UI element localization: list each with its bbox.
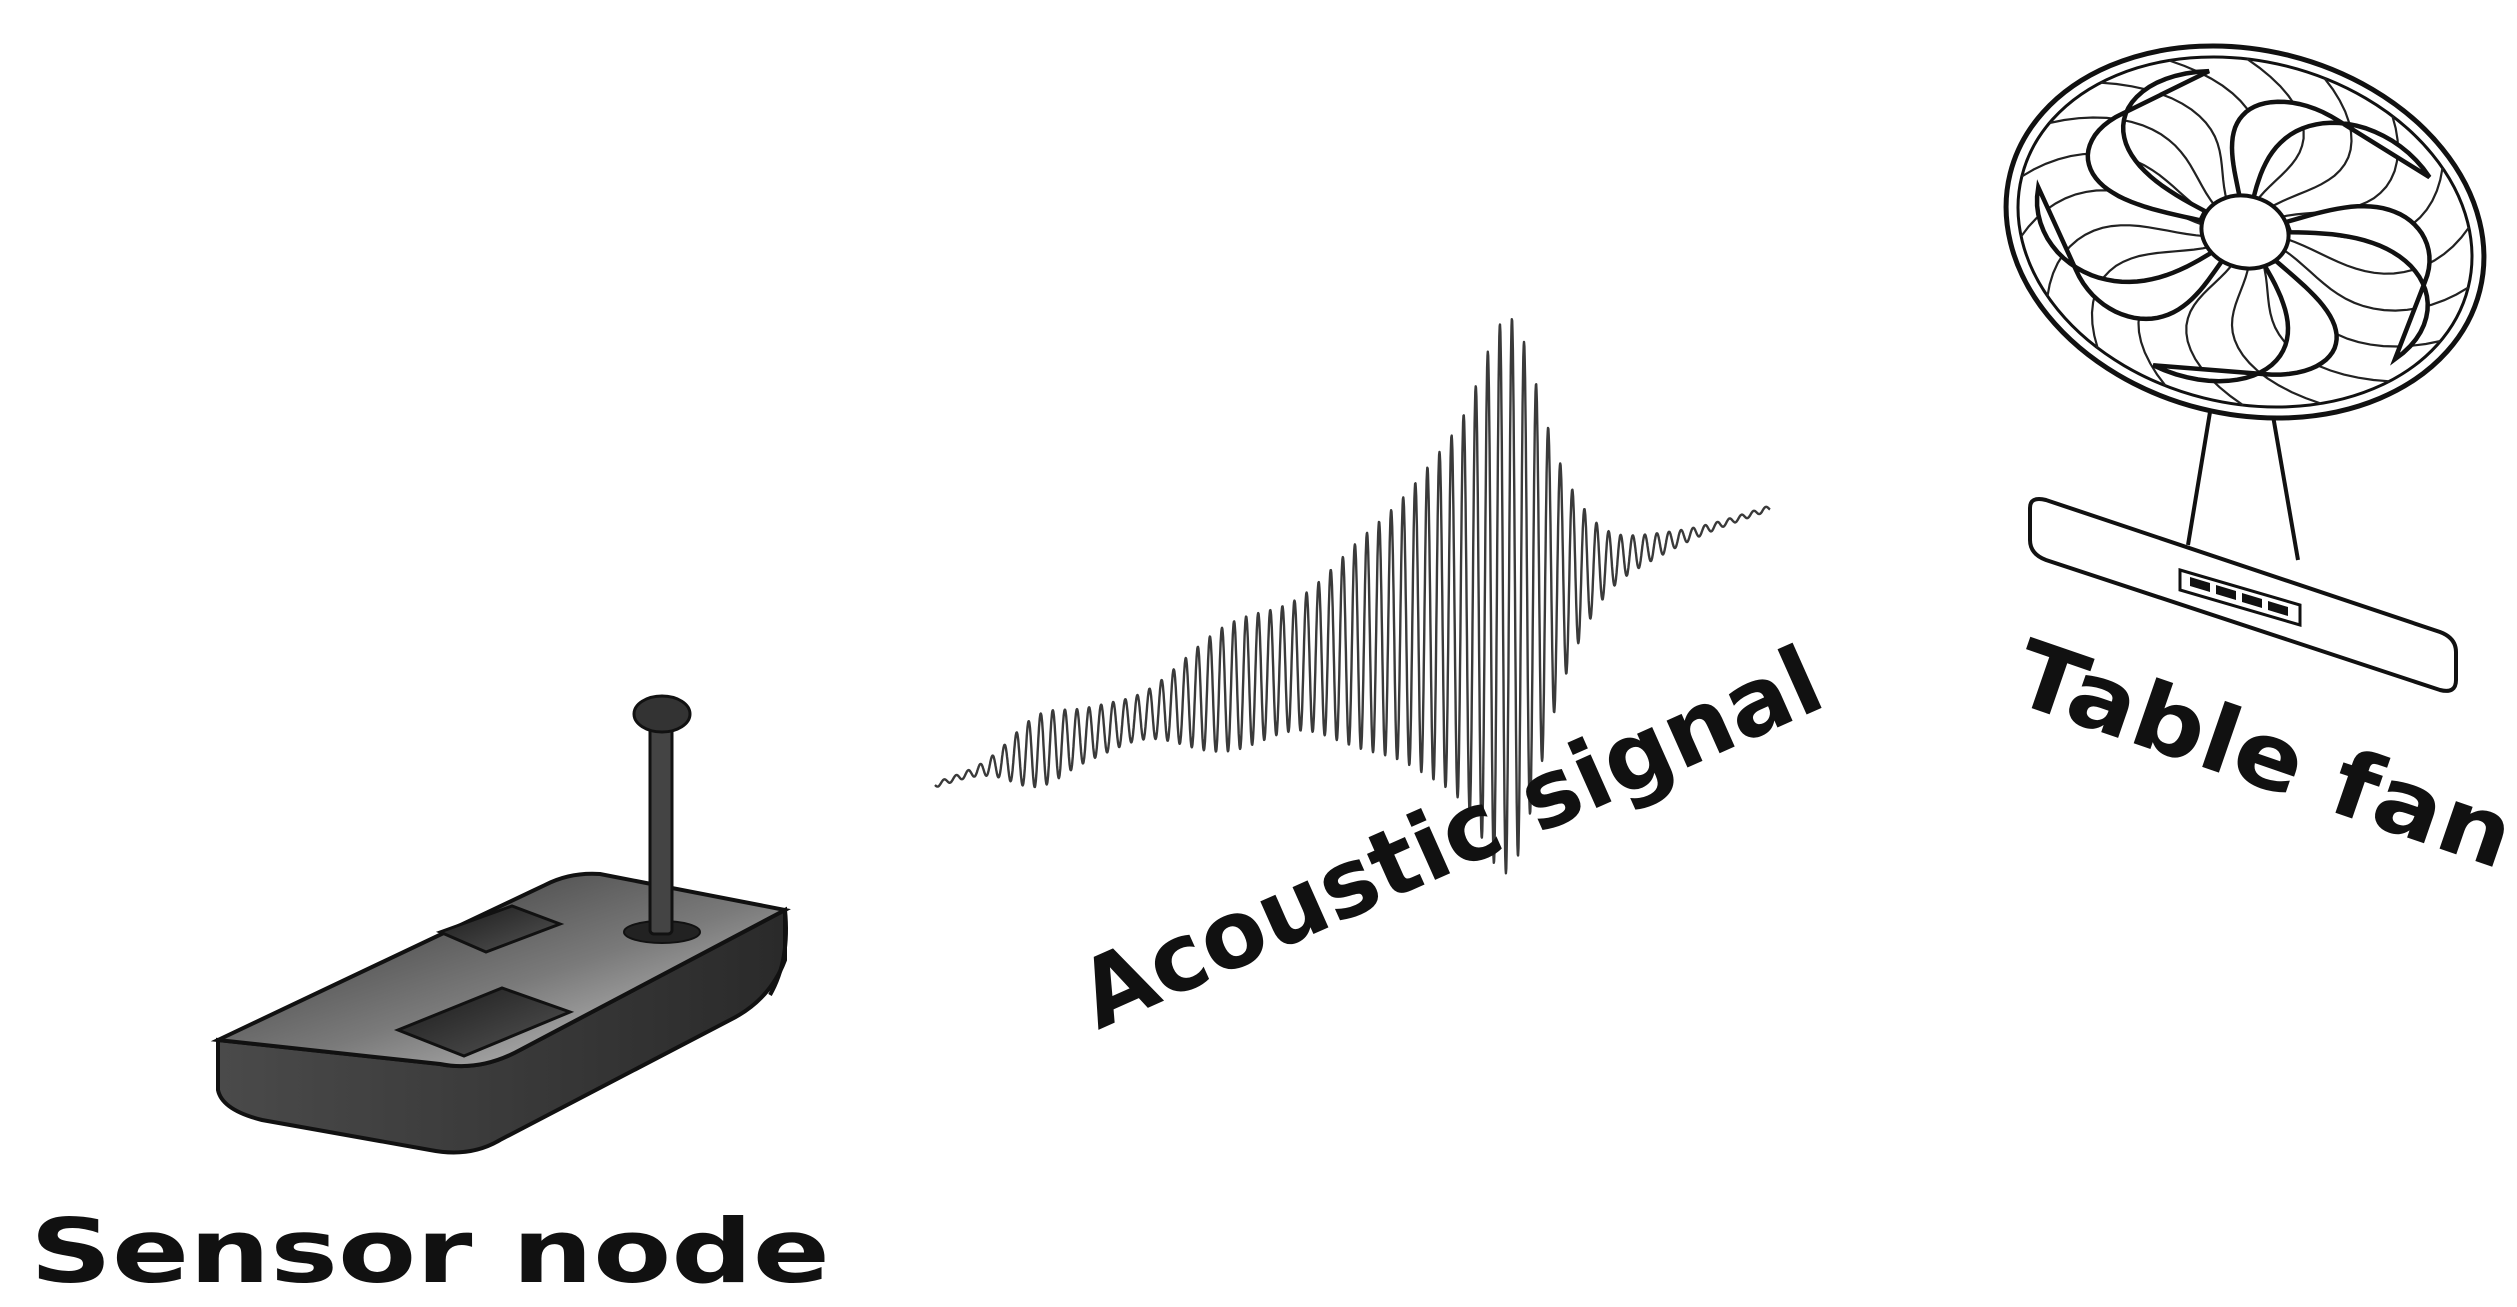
fan-buttons [2190, 577, 2288, 616]
fan-guard-wire [2246, 58, 2305, 204]
fan-hub [2199, 193, 2291, 271]
label-sensor-node: Sensor node [30, 1200, 830, 1303]
sensor-node-front-curve [768, 909, 788, 996]
sensor-node-icon [210, 694, 791, 1155]
fan-guard-wire [2261, 261, 2390, 383]
fan-stand-left [2186, 399, 2214, 546]
fan-blade [2229, 99, 2432, 202]
fan-stand-right [2270, 409, 2300, 561]
fan-guard-wire [2267, 77, 2353, 210]
label-acoustic-signal: Acoustic signal [1063, 626, 1838, 1051]
fan-guard-wire [2090, 245, 2213, 349]
sensor-node-antenna-rod [648, 720, 674, 936]
sensor-node-pad-rear [435, 904, 565, 954]
table-fan-icon [2003, 43, 2487, 693]
fan-blade [2085, 68, 2210, 223]
fan-blades [2034, 68, 2432, 384]
fan-blade [2152, 258, 2339, 384]
fan-blade [2283, 203, 2432, 366]
fan-guard-wire [2046, 224, 2206, 297]
fan-blade [2034, 179, 2226, 322]
fan-guard-wire [2285, 226, 2470, 275]
sensor-node-antenna-tip [632, 694, 692, 734]
fan-guard-wire [2049, 116, 2217, 208]
fan-guard-wire [2230, 263, 2322, 405]
sensor-node-pad-front [393, 986, 575, 1058]
acoustic-waveform-icon [934, 318, 1771, 875]
